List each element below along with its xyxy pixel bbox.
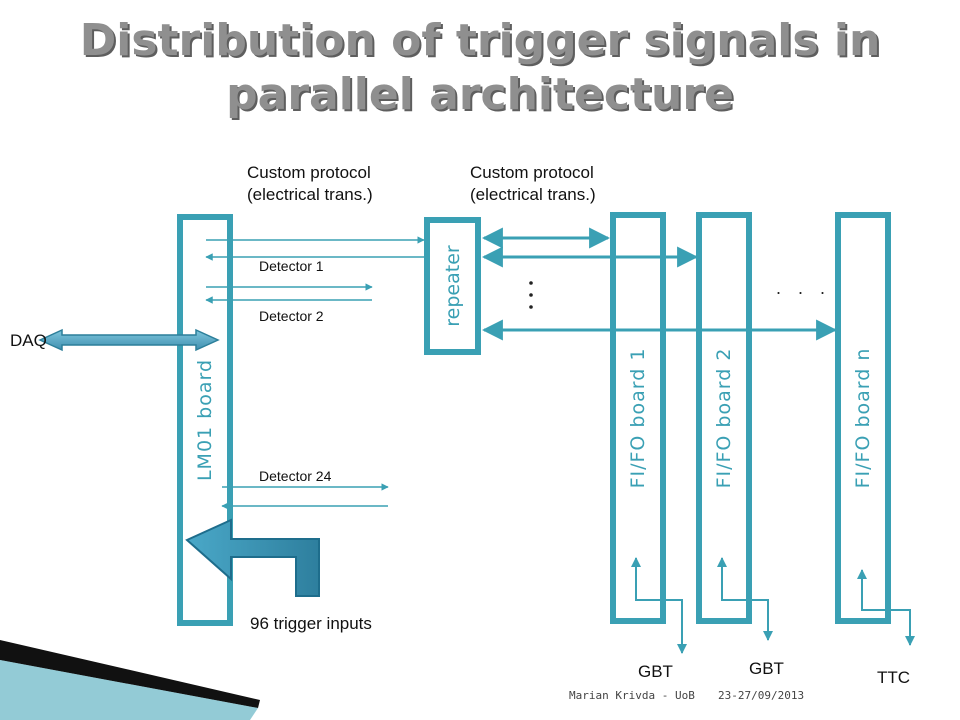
footer-date: 23-27/09/2013 <box>718 689 805 702</box>
footer-author: Marian Krivda - UoB <box>569 689 695 702</box>
fifo-board-2: FI/FO board 2 <box>696 212 752 624</box>
title-line-2: parallel architecture <box>226 69 734 120</box>
wire-fifo-2-gbt <box>717 557 773 641</box>
repeater-block: repeater <box>424 217 481 355</box>
wire-fifo-1-gbt <box>631 557 687 654</box>
gbt-label-2: GBT <box>749 659 784 678</box>
ttc-label: TTC <box>877 668 911 687</box>
gbt-label-1: GBT <box>638 662 673 681</box>
trigger-inputs-arrow <box>185 518 320 597</box>
slide-title: Distribution of trigger signals in paral… <box>0 14 960 122</box>
detector-1-label: Detector 1 <box>259 258 324 274</box>
protocol-label-left: Custom protocol (electrical trans.) <box>247 163 373 204</box>
fifo-board-1: FI/FO board 1 <box>610 212 666 624</box>
trigger-inputs-label: 96 trigger inputs <box>250 614 372 633</box>
decorative-swoosh-dark <box>0 640 260 708</box>
decorative-swoosh-light <box>0 660 258 720</box>
fifo-board-n: FI/FO board n <box>835 212 891 624</box>
detector-24-label: Detector 24 <box>259 468 332 484</box>
horizontal-dots: . . . <box>776 278 832 298</box>
title-line-1: Distribution of trigger signals in <box>79 15 881 66</box>
protocol-label-right: Custom protocol (electrical trans.) <box>470 163 596 204</box>
daq-bidirectional-arrow <box>38 328 220 352</box>
detector-2-label: Detector 2 <box>259 308 324 324</box>
wire-fifo-n-ttc <box>857 569 915 646</box>
daq-label: DAQ <box>10 331 47 350</box>
